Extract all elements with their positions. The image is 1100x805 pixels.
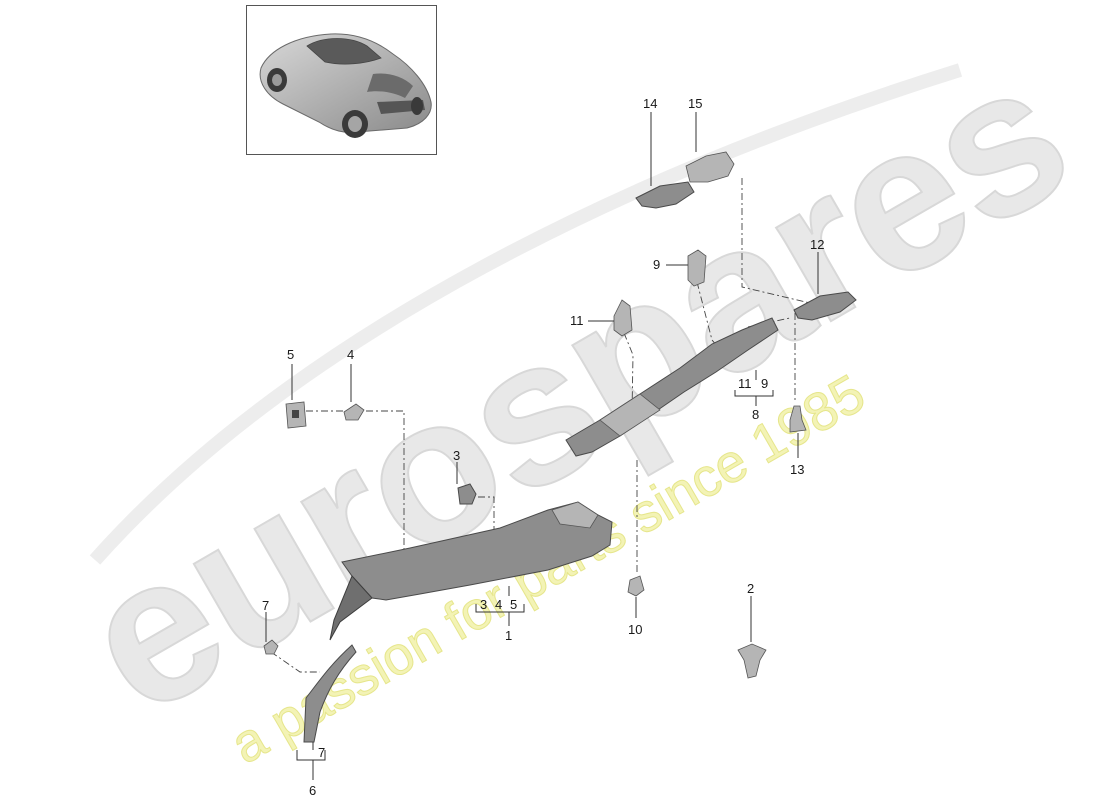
group-6-item-7: 7 <box>318 745 325 760</box>
callout-8: 8 <box>752 407 759 422</box>
callout-6: 6 <box>309 783 316 798</box>
group-1-item-4: 4 <box>495 597 502 612</box>
group-1-item-5: 5 <box>510 597 517 612</box>
callout-7: 7 <box>262 598 269 613</box>
part-9-clip <box>688 250 706 286</box>
group-1-item-3: 3 <box>480 597 487 612</box>
watermark-brand: eurospares <box>48 17 1100 758</box>
callout-15: 15 <box>688 96 702 111</box>
callout-13: 13 <box>790 462 804 477</box>
part-2-screw <box>738 644 766 678</box>
group-8-item-9: 9 <box>761 376 768 391</box>
callout-3: 3 <box>453 448 460 463</box>
callout-2: 2 <box>747 581 754 596</box>
callout-9: 9 <box>653 257 660 272</box>
callout-4: 4 <box>347 347 354 362</box>
callout-5: 5 <box>287 347 294 362</box>
vehicle-thumbnail <box>246 5 437 155</box>
callout-11: 11 <box>570 313 584 328</box>
callout-12: 12 <box>810 237 824 252</box>
part-5-pad <box>286 402 306 428</box>
part-10-clip <box>628 576 644 596</box>
callout-14: 14 <box>643 96 657 111</box>
car-illustration <box>247 6 436 154</box>
callout-10: 10 <box>628 622 642 637</box>
callout-1: 1 <box>505 628 512 643</box>
watermark: eurospares a passion for parts since 198… <box>48 17 1100 775</box>
group-8-item-11: 11 <box>738 376 752 391</box>
